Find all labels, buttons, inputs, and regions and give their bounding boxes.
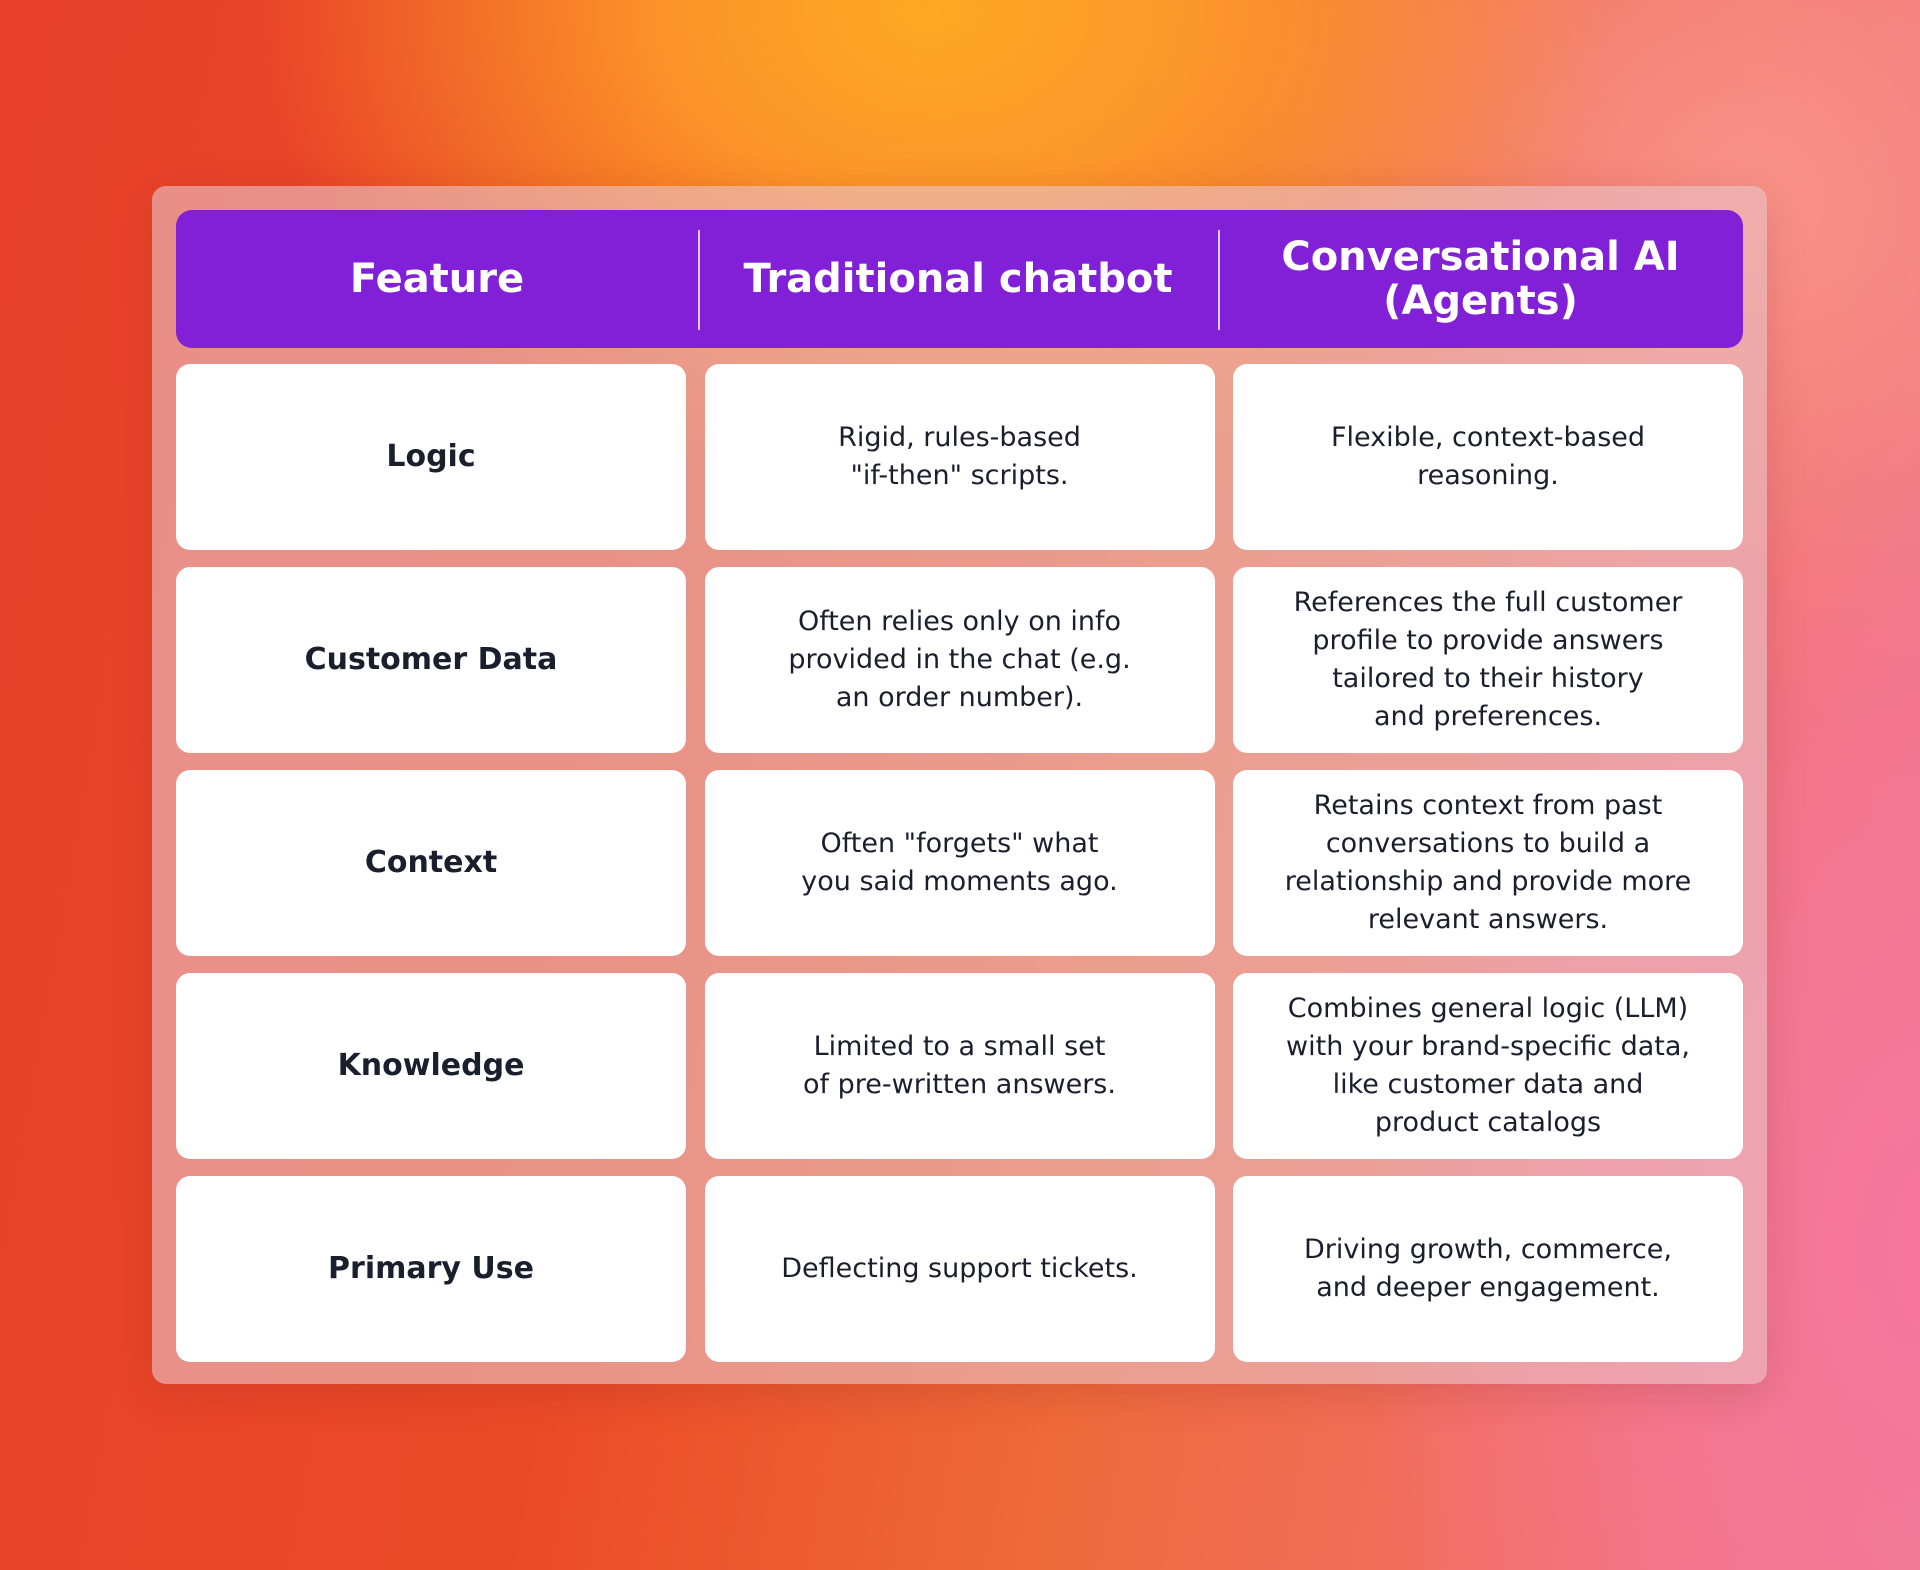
feature-cell: Logic <box>176 364 686 550</box>
conversational-cell: Retains context from past conversations … <box>1233 770 1743 956</box>
table-row: Logic Rigid, rules-based "if-then" scrip… <box>176 364 1743 550</box>
table-header: Feature Traditional chatbot Conversation… <box>176 210 1743 348</box>
feature-cell: Primary Use <box>176 1176 686 1362</box>
feature-cell: Context <box>176 770 686 956</box>
traditional-cell: Deflecting support tickets. <box>704 1176 1215 1362</box>
traditional-cell: Often relies only on info provided in th… <box>704 567 1215 753</box>
header-feature-label: Feature <box>349 256 525 302</box>
comparison-table: Feature Traditional chatbot Conversation… <box>152 186 1767 1384</box>
traditional-cell: Rigid, rules-based "if-then" scripts. <box>704 364 1215 550</box>
conversational-cell: Flexible, context-based reasoning. <box>1233 364 1743 550</box>
table-row: Knowledge Limited to a small set of pre-… <box>176 973 1743 1159</box>
traditional-cell: Often "forgets" what you said moments ag… <box>704 770 1215 956</box>
table-body: Logic Rigid, rules-based "if-then" scrip… <box>176 364 1743 1362</box>
conversational-cell: References the full customer profile to … <box>1233 567 1743 753</box>
table-row: Context Often "forgets" what you said mo… <box>176 770 1743 956</box>
header-traditional-chatbot: Traditional chatbot <box>698 210 1218 348</box>
header-traditional-label: Traditional chatbot <box>743 256 1173 302</box>
header-conversational-ai: Conversational AI (Agents) <box>1218 210 1743 348</box>
table-row: Primary Use Deflecting support tickets. … <box>176 1176 1743 1362</box>
header-conversational-label: Conversational AI (Agents) <box>1281 234 1680 324</box>
feature-cell: Knowledge <box>176 973 686 1159</box>
header-feature: Feature <box>176 210 698 348</box>
conversational-cell: Combines general logic (LLM) with your b… <box>1233 973 1743 1159</box>
table-row: Customer Data Often relies only on info … <box>176 567 1743 753</box>
header-divider <box>1218 230 1220 330</box>
header-divider <box>698 230 700 330</box>
traditional-cell: Limited to a small set of pre-written an… <box>704 973 1215 1159</box>
conversational-cell: Driving growth, commerce, and deeper eng… <box>1233 1176 1743 1362</box>
feature-cell: Customer Data <box>176 567 686 753</box>
